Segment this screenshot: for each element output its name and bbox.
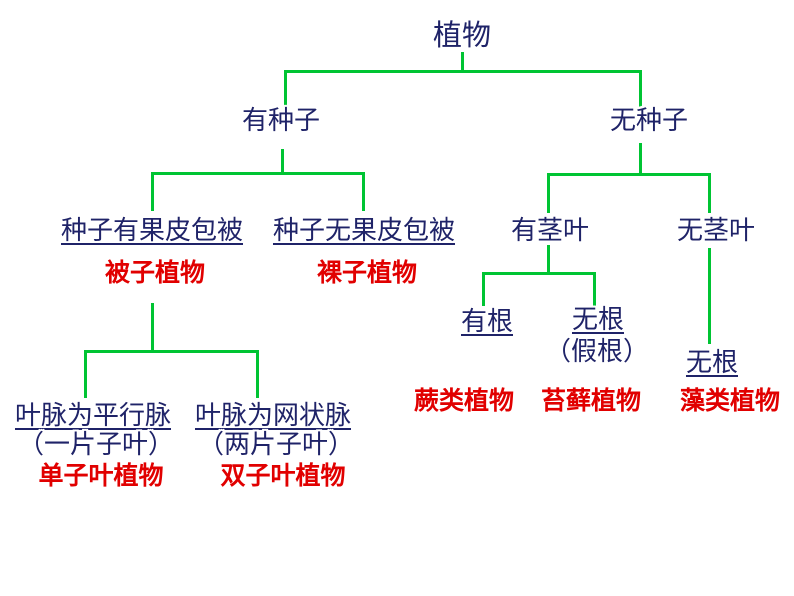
connector-angiosperm-drop: [151, 303, 154, 352]
connector-level1-left-drop: [284, 70, 287, 107]
node-one-cotyledon: （一片子叶）: [17, 430, 175, 460]
node-root: 植物: [432, 18, 492, 52]
connector-nostemleaf-drop: [708, 173, 711, 213]
connector-level1-right-drop: [639, 70, 642, 107]
node-no-root-rhizoid: 无根: [571, 305, 625, 335]
connector-noseed-drop: [639, 143, 642, 174]
connector-level2-right-horizontal: [547, 173, 711, 176]
node-has-stem-leaf: 有茎叶: [510, 216, 590, 246]
connector-seeduncovered-drop: [362, 172, 365, 211]
connector-parallelvein-drop: [84, 350, 87, 398]
label-monocot: 单子叶植物: [38, 461, 164, 490]
label-gymnosperm: 裸子植物: [316, 258, 418, 287]
connector-noroot-drop: [593, 272, 596, 306]
connector-netvein-drop: [256, 350, 259, 398]
node-has-root: 有根: [460, 307, 514, 337]
node-parallel-vein: 叶脉为平行脉: [14, 401, 172, 431]
connector-nostemleaf-long-drop: [708, 248, 711, 344]
node-has-seed: 有种子: [241, 106, 321, 136]
node-no-root: 无根: [685, 348, 739, 378]
node-no-seed: 无种子: [609, 106, 689, 136]
node-rhizoid-note: （假根）: [544, 337, 650, 367]
node-seed-uncovered: 种子无果皮包被: [272, 216, 456, 246]
connector-hasstemleaf-drop: [547, 173, 550, 213]
connector-level3-right-horizontal: [482, 272, 596, 275]
node-two-cotyledons: （两片子叶）: [197, 430, 355, 460]
connector-root-drop: [461, 52, 464, 71]
connector-hasseed-drop: [281, 149, 284, 173]
connector-level1-horizontal: [284, 70, 642, 73]
connector-level2-left-horizontal: [151, 172, 365, 175]
connector-level3-left-horizontal: [84, 350, 259, 353]
connector-hasroot-drop: [482, 272, 485, 306]
connector-seedcovered-drop: [151, 172, 154, 211]
label-angiosperm: 被子植物: [104, 258, 206, 287]
node-net-vein: 叶脉为网状脉: [194, 401, 352, 431]
label-moss: 苔藓植物: [540, 386, 642, 415]
label-algae: 藻类植物: [679, 386, 781, 415]
connector-hasstemleaf-sub-drop: [547, 245, 550, 274]
node-no-stem-leaf: 无茎叶: [676, 216, 756, 246]
label-fern: 蕨类植物: [413, 386, 515, 415]
node-seed-covered: 种子有果皮包被: [60, 216, 244, 246]
label-dicot: 双子叶植物: [220, 461, 346, 490]
